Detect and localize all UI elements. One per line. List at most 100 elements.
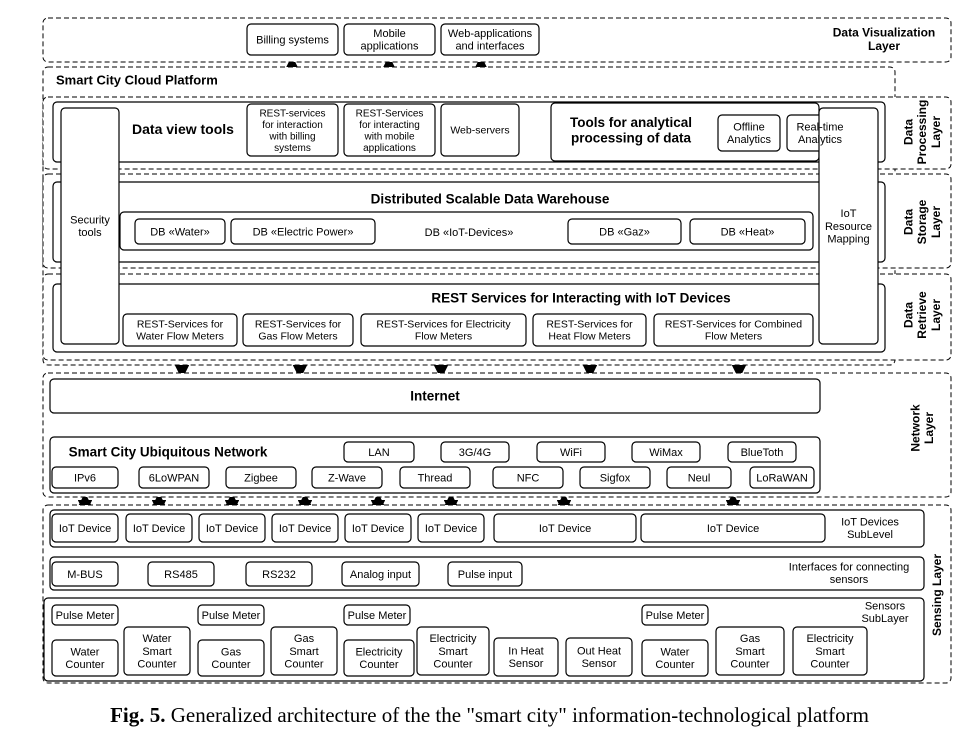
- rs232-box-label: RS232: [262, 569, 296, 581]
- g34-box: [440, 441, 510, 463]
- iot-device-box-2: [125, 513, 193, 543]
- rs232-box: [245, 561, 313, 587]
- pulse-meter-box-4-label: Pulse Meter: [646, 610, 705, 622]
- retrieve-layer-label: DataRetrieveLayer: [901, 291, 943, 339]
- data-view-tools-label: Data view tools: [132, 121, 234, 137]
- zigbee-box: [225, 466, 297, 489]
- neul-box: [666, 466, 732, 489]
- mobile-applications-box: [343, 23, 436, 56]
- rest-water-box: [122, 313, 238, 347]
- 6lowpan-box: [138, 466, 210, 489]
- rest-heat-box: [532, 313, 647, 347]
- z-wave-box: [311, 466, 383, 489]
- pulse-meter-box-3: [343, 604, 411, 626]
- iot-mapping-box: [818, 107, 879, 345]
- iot-device-box-3-label: IoT Device: [206, 523, 258, 535]
- rs485-box: [147, 561, 215, 587]
- offline-analytics-box: [717, 114, 781, 152]
- cloud-platform-title: Smart City Cloud Platform: [56, 72, 218, 87]
- web-servers-box: [440, 103, 520, 157]
- db-water-box: [134, 218, 226, 245]
- wimax-box: [631, 441, 701, 463]
- iot-device-box-5-label: IoT Device: [352, 523, 404, 535]
- web-applications-box: [440, 23, 540, 56]
- iot-device-box-6: [417, 513, 485, 543]
- billing-systems-box-label: Billing systems: [256, 34, 329, 46]
- pulse-input-box: [447, 561, 523, 587]
- billing-systems-box: [246, 23, 339, 56]
- db-power-box-label: DB «Electric Power»: [253, 226, 354, 238]
- db-gaz-box: [567, 218, 682, 245]
- rest-electricity-box: [360, 313, 527, 347]
- nfc-box-label: NFC: [517, 472, 540, 484]
- mbus-box: [51, 561, 119, 587]
- zigbee-box-label: Zigbee: [244, 472, 278, 484]
- rest-iot-title: REST Services for Interacting with IoT D…: [431, 291, 730, 306]
- iot-device-box-4-label: IoT Device: [279, 523, 331, 535]
- iot-device-box-5: [344, 513, 412, 543]
- db-heat-box: [689, 218, 806, 245]
- sensing-layer-label: Sensing Layer: [930, 554, 944, 636]
- g34-box-label: 3G/4G: [459, 447, 491, 459]
- pulse-meter-box-1-label: Pulse Meter: [56, 610, 115, 622]
- caption-text: Generalized architecture of the the "sma…: [170, 703, 869, 727]
- lan-box: [343, 441, 415, 463]
- rest-combined-box: [653, 313, 814, 347]
- nfc-box: [492, 466, 564, 489]
- mbus-box-label: M-BUS: [67, 569, 102, 581]
- pulse-meter-box-2-label: Pulse Meter: [202, 610, 261, 622]
- internet-label: Internet: [410, 389, 460, 404]
- rest-gas-box: [242, 313, 354, 347]
- iot-device-box-4: [271, 513, 339, 543]
- lan-box-label: LAN: [368, 447, 389, 459]
- pulse-input-box-label: Pulse input: [458, 569, 512, 581]
- security-tools-box: [60, 107, 120, 345]
- warehouse-title: Distributed Scalable Data Warehouse: [371, 192, 610, 207]
- electricity-counter-1-box: [343, 639, 415, 677]
- iot-device-box-3: [198, 513, 266, 543]
- neul-box-label: Neul: [688, 472, 711, 484]
- pulse-meter-box-2: [197, 604, 265, 626]
- network-layer-label: NetworkLayer: [908, 404, 936, 452]
- iot-device-box-7-label: IoT Device: [539, 523, 591, 535]
- ipv6-box: [51, 466, 119, 489]
- gas-smart-counter-2-box: [715, 626, 785, 676]
- water-counter-1-box: [51, 639, 119, 677]
- rest-billing-box: [246, 103, 339, 157]
- 6lowpan-box-label: 6LoWPAN: [149, 472, 200, 484]
- rest-mobile-box: [343, 103, 436, 157]
- sigfox-box-label: Sigfox: [600, 472, 631, 484]
- wifi-box: [536, 441, 606, 463]
- rs485-box-label: RS485: [164, 569, 198, 581]
- iot-device-box-1-label: IoT Device: [59, 523, 111, 535]
- ipv6-box-label: IPv6: [74, 472, 96, 484]
- electricity-smart-counter-1-box: [416, 626, 490, 676]
- water-counter-2-box: [641, 639, 709, 677]
- iot-device-box-6-label: IoT Device: [425, 523, 477, 535]
- bluetooth-box: [727, 441, 797, 463]
- db-power-box: [230, 218, 376, 245]
- pulse-meter-box-4: [641, 604, 709, 626]
- iot-device-box-7: [493, 513, 637, 543]
- gas-smart-counter-1-box: [270, 626, 338, 676]
- in-heat-sensor-box: [493, 637, 559, 677]
